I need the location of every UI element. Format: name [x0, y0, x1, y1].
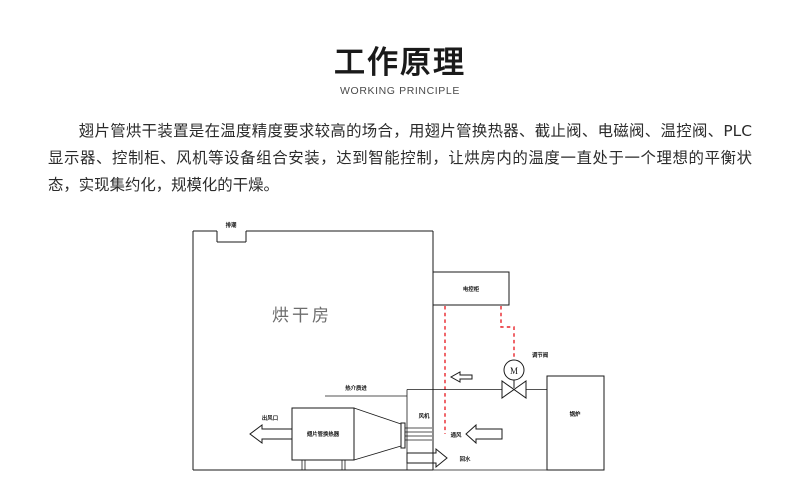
- page-title: 工作原理: [334, 45, 466, 80]
- heat-exchanger: 翅片管换热器: [291, 407, 402, 470]
- signal-line-cabinet-to-valve: [500, 306, 515, 359]
- valve-motor-symbol: M: [510, 366, 518, 376]
- return-water-arrow: [406, 447, 448, 469]
- ventilation-inlet: 通风: [451, 423, 503, 445]
- fan-label: 风机: [419, 412, 430, 420]
- medium-inlet-duct: 热介质进: [325, 384, 407, 397]
- supply-flow-arrow: [449, 371, 473, 383]
- exhaust-label: 排潮: [226, 221, 237, 229]
- ventilation-arrow: [465, 423, 503, 445]
- drying-room-label: 烘干房: [272, 306, 332, 326]
- heat-exchanger-label: 翅片管换热器: [306, 430, 340, 438]
- air-outlet-label: 出风口: [262, 414, 278, 422]
- medium-inlet-label: 热介质进: [345, 384, 367, 392]
- return-water-label: 回水: [460, 455, 471, 463]
- regulating-valve-label: 调节阀: [532, 351, 549, 359]
- return-water: 回水: [406, 447, 471, 469]
- control-cabinet-label: 电控柜: [463, 285, 480, 293]
- fan-unit: 风机: [400, 412, 432, 449]
- control-cabinet: 电控柜: [432, 271, 510, 306]
- intro-paragraph: 翅片管烘干装置是在温度精度要求较高的场合，用翅片管换热器、截止阀、电磁阀、温控阀…: [48, 122, 752, 195]
- page-subtitle: WORKING PRINCIPLE: [340, 85, 460, 98]
- working-principle-diagram: 排潮 烘干房 电控柜 M 调节阀 锅炉: [0, 218, 800, 497]
- drying-room-enclosure: [192, 230, 434, 471]
- boiler: 锅炉: [546, 375, 605, 471]
- page-header: 工作原理 WORKING PRINCIPLE: [0, 0, 800, 97]
- boiler-label: 锅炉: [570, 410, 581, 418]
- air-outlet-arrow: [249, 424, 293, 444]
- regulating-valve: M 调节阀: [501, 351, 549, 399]
- air-outlet: 出风口: [249, 414, 293, 444]
- diagram-canvas: 排潮 烘干房 电控柜 M 调节阀 锅炉: [192, 221, 605, 471]
- exhaust-vent: 排潮: [216, 221, 247, 243]
- ventilation-label: 通风: [451, 431, 462, 439]
